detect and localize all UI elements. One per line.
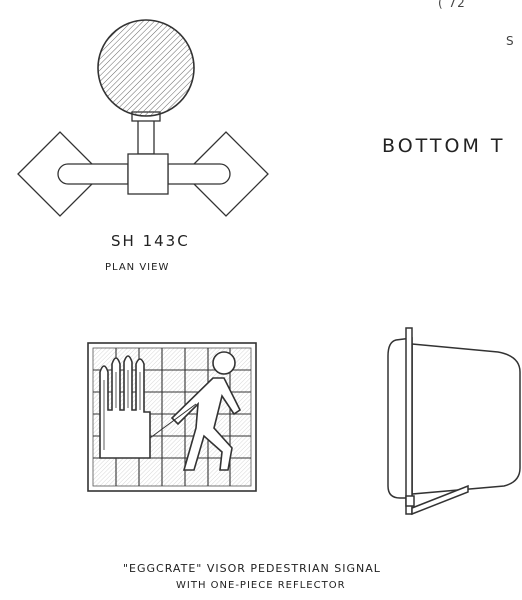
left-pipe: [57, 163, 129, 185]
side-bolt: [405, 495, 415, 507]
eggcrate-signal-front-view: [87, 342, 257, 492]
caption-line-1: "EGGCRATE" VISOR PEDESTRIAN SIGNAL: [123, 562, 381, 575]
caption-line-2: WITH ONE-PIECE REFLECTOR: [176, 580, 346, 591]
junction-box: [127, 153, 169, 195]
stem-pipe: [137, 117, 155, 155]
hand-symbol: [99, 355, 151, 459]
model-number-label: SH 143C: [111, 232, 190, 250]
side-lower-bracket: [411, 484, 469, 516]
corner-letter-label: S: [506, 34, 515, 48]
side-housing: [411, 343, 521, 495]
arm-link: [149, 403, 197, 439]
side-mount-plate: [405, 327, 413, 515]
plan-view-drawing: [17, 19, 269, 217]
walking-person-symbol: [170, 351, 242, 471]
corner-fragment-label: ( 72: [438, 0, 466, 10]
plan-view-label: PLAN VIEW: [105, 262, 170, 273]
signal-side-view: [387, 327, 521, 516]
bottom-title: BOTTOM T: [382, 135, 506, 157]
hatched-sphere: [97, 19, 195, 117]
right-pipe: [167, 163, 231, 185]
